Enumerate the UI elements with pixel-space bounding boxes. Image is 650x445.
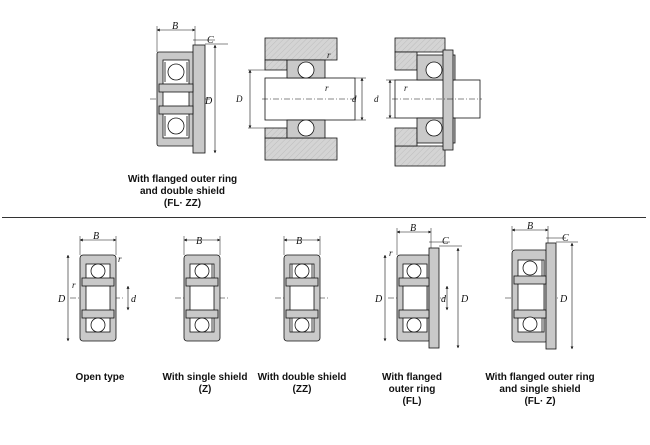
mounting-example-housing [248,37,366,161]
mount-label-ds: d [352,94,357,104]
top-bearing-flanged-zz [150,26,228,154]
bearing-double-shield [275,236,330,342]
flanged-single-label-C: C [562,233,569,244]
caption-flanged: With flanged outer ring (FL) [372,372,452,408]
caption-line: (FL· ZZ) [163,198,202,209]
caption-line: With single shield [162,372,248,383]
flanged-label-r: r [389,248,393,258]
flanged-label-B: B [410,223,416,234]
bearing-single-shield [175,236,230,342]
bearing-open-type [66,236,130,342]
caption-flanged-single-shield: With flanged outer ring and single shiel… [465,372,615,408]
caption-line: With flanged outer ring [485,372,595,383]
caption-line: With flanged outer ring [127,174,238,185]
open-label-r1: r [118,254,122,264]
open-label-r2: r [72,280,76,290]
mount-label-da: d [374,94,379,104]
mounting-example-flange [386,37,482,167]
double-shield-label-B: B [296,236,302,247]
mount-label-Ds: D [235,94,243,104]
flanged-label-C: C [442,236,449,247]
top-label-C: C [207,35,214,46]
flanged-single-label-D: D [559,294,568,305]
single-shield-label-B: B [196,236,202,247]
caption-line: and double shield [139,186,225,197]
caption-line: (FL) [402,396,422,407]
caption-top-flanged-zz: With flanged outer ring and double shiel… [95,174,270,210]
flanged-single-label-B: B [527,221,533,232]
caption-line: outer ring [388,384,436,395]
top-label-B: B [172,21,178,32]
section-divider [2,217,646,218]
open-label-B: B [93,231,99,242]
flanged-label-d: d [441,294,447,305]
open-label-d: d [131,294,137,305]
flanged-label-D: D [374,294,383,305]
mount-label-ra: r [404,83,408,93]
caption-open-type: Open type [55,372,145,384]
caption-line: (Z) [198,384,212,395]
caption-line: With flanged [382,372,442,383]
bearing-flanged [383,228,462,349]
bearing-flanged-single-shield [505,226,578,350]
caption-double-shield: With double shield (ZZ) [252,372,352,396]
open-label-D: D [57,294,66,305]
caption-line: Open type [75,372,125,383]
caption-line: With double shield [257,372,347,383]
caption-line: and single shield [499,384,581,395]
mount-label-rs-top: r [327,50,331,60]
caption-line: (FL· Z) [524,396,556,407]
caption-single-shield: With single shield (Z) [155,372,255,396]
caption-line: (ZZ) [292,384,312,395]
top-label-D: D [204,96,213,107]
mount-label-rs-mid: r [325,83,329,93]
flanged-label-D2: D [460,294,469,305]
